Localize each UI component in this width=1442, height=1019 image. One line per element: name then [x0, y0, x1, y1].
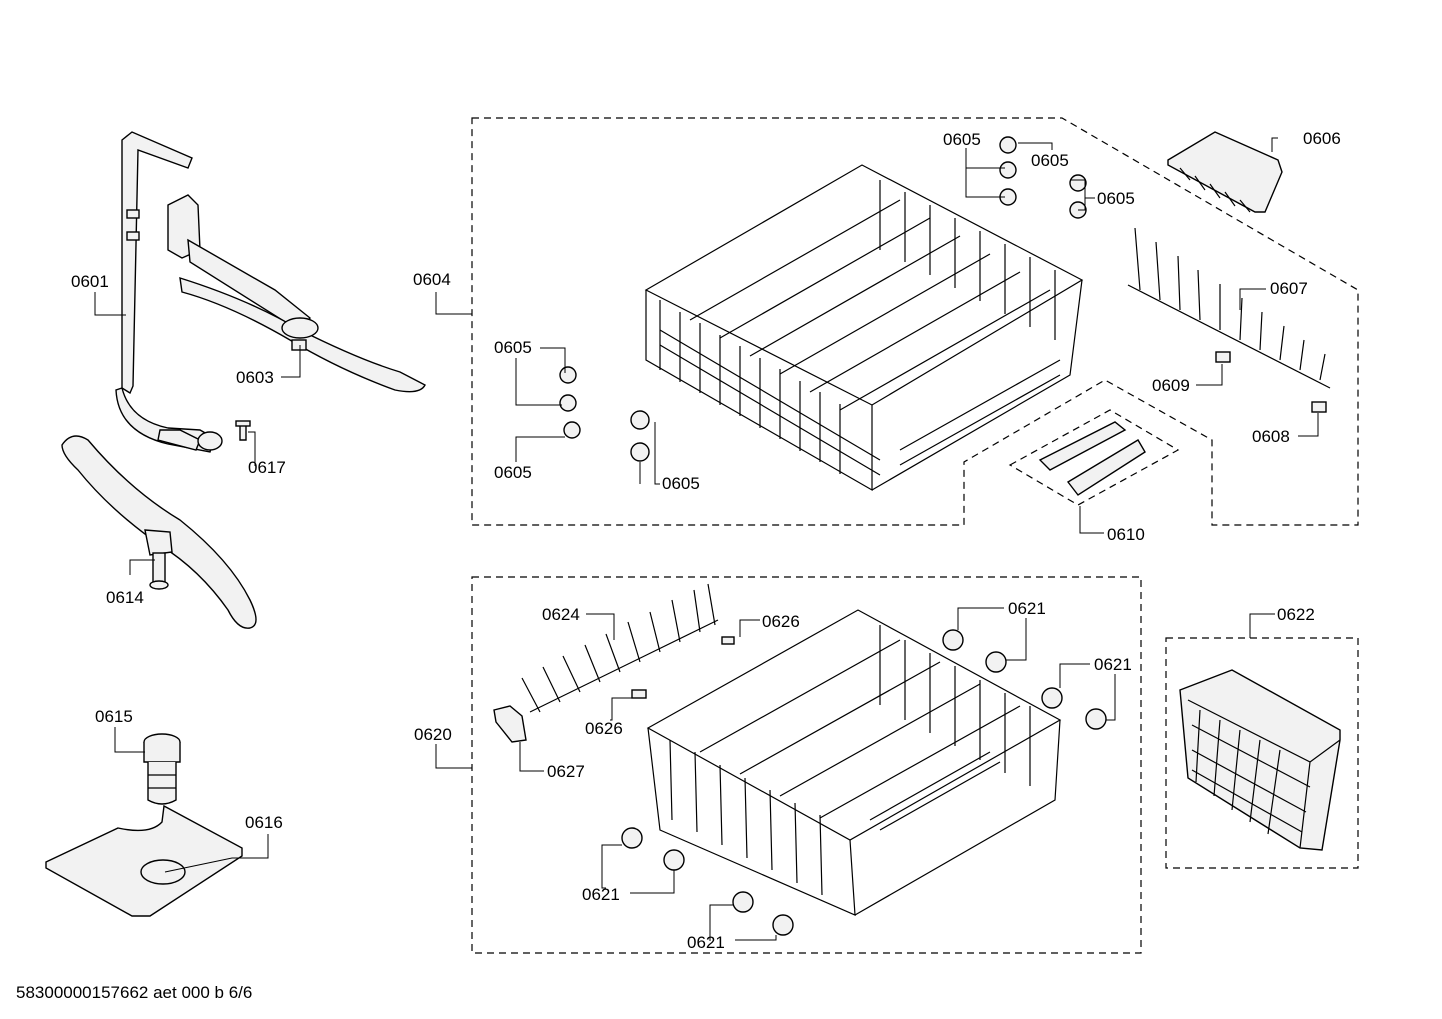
part-label-0605-f: 0605 — [662, 474, 700, 493]
rack-handle-part — [1038, 421, 1146, 496]
part-label-0621-c: 0621 — [582, 885, 620, 904]
upper-basket-part — [644, 164, 1084, 492]
lower-rack-group-boundary — [471, 576, 1142, 954]
rack-clip-0608 — [1311, 401, 1327, 413]
lower-basket-part — [646, 609, 1062, 916]
leader-lines — [94, 137, 1319, 941]
clip-0627 — [493, 705, 527, 743]
part-label-0605-c: 0605 — [1097, 189, 1135, 208]
filter-part — [143, 733, 181, 805]
supply-pipe-part — [115, 131, 223, 453]
screw-part — [235, 420, 251, 441]
filter-plate-part — [45, 804, 243, 917]
part-label-0621-a: 0621 — [1008, 599, 1046, 618]
rack-handle-boundary — [1008, 409, 1180, 506]
part-label-0605-d: 0605 — [494, 338, 532, 357]
part-label-0614: 0614 — [106, 588, 144, 607]
part-label-0620: 0620 — [414, 725, 452, 744]
part-label-0617: 0617 — [248, 458, 286, 477]
part-label-0621-d: 0621 — [687, 933, 725, 952]
cutlery-basket-boundary — [1165, 637, 1359, 869]
clip-0626-upper — [721, 636, 735, 645]
lower-spray-arm-part — [61, 435, 257, 629]
part-label-0622: 0622 — [1277, 605, 1315, 624]
part-label-0608: 0608 — [1252, 427, 1290, 446]
clip-0626-lower — [631, 689, 647, 699]
part-label-0624: 0624 — [542, 605, 580, 624]
cup-shelf-part — [1167, 131, 1283, 213]
rack-clip-0609 — [1215, 351, 1231, 363]
part-label-0603: 0603 — [236, 368, 274, 387]
part-label-0610: 0610 — [1107, 525, 1145, 544]
upper-rollers — [559, 136, 1087, 462]
part-label-0607: 0607 — [1270, 279, 1308, 298]
part-label-0621-b: 0621 — [1094, 655, 1132, 674]
upper-rack-group-boundary — [471, 117, 1359, 526]
part-label-0626-a: 0626 — [762, 612, 800, 631]
part-label-0609: 0609 — [1152, 376, 1190, 395]
tine-rack-part — [1127, 227, 1331, 389]
lower-tine-rack-part — [521, 583, 719, 713]
part-label-0615: 0615 — [95, 707, 133, 726]
part-label-0605-b: 0605 — [1031, 151, 1069, 170]
part-label-0605-a: 0605 — [943, 130, 981, 149]
part-label-0605-e: 0605 — [494, 463, 532, 482]
lower-rollers — [621, 629, 1107, 936]
part-label-0627: 0627 — [547, 762, 585, 781]
part-label-0601: 0601 — [71, 272, 109, 291]
part-label-0616: 0616 — [245, 813, 283, 832]
part-label-0604: 0604 — [413, 270, 451, 289]
part-label-0606: 0606 — [1303, 129, 1341, 148]
cutlery-basket-part — [1179, 669, 1341, 851]
part-label-0626-b: 0626 — [585, 719, 623, 738]
document-reference: 58300000157662 aet 000 b 6/6 — [16, 983, 253, 1002]
upper-spray-arm-part — [167, 194, 426, 393]
